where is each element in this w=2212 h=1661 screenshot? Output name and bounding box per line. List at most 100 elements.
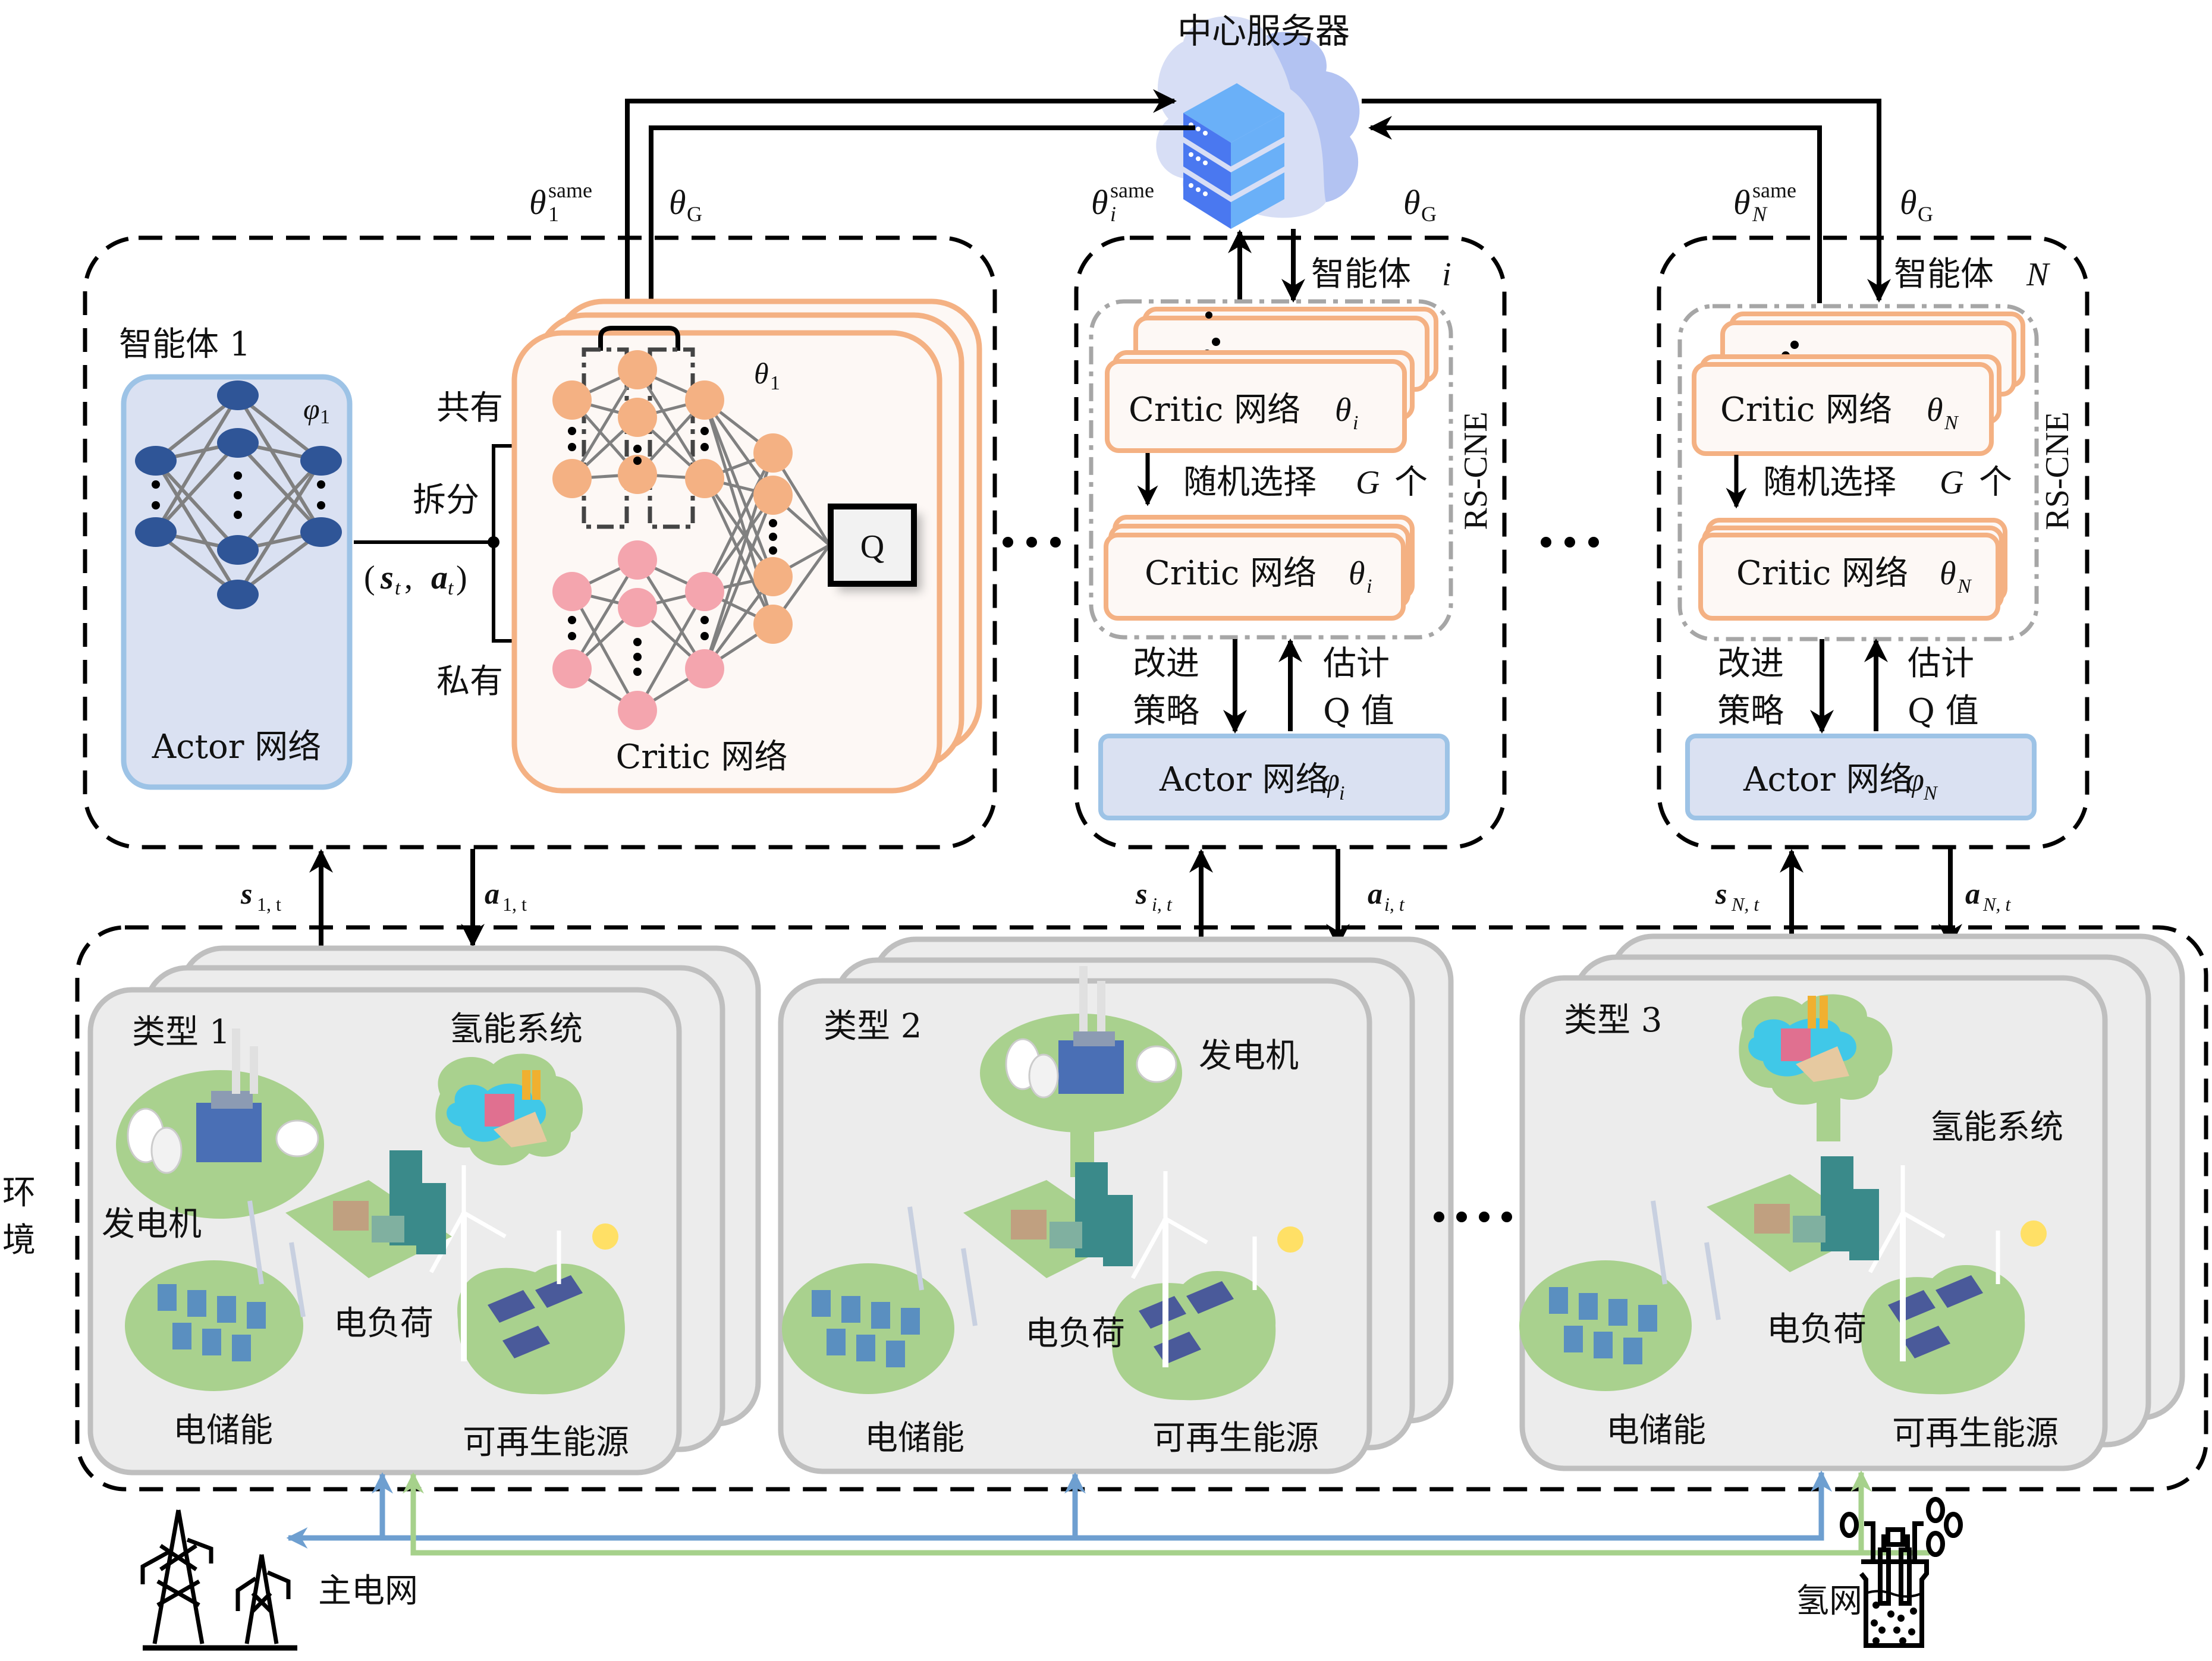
svg-text:N: N — [2026, 256, 2050, 293]
server-rack-icon — [1183, 83, 1284, 229]
theta-g-label-agent1: θ G — [669, 183, 702, 226]
svg-text:Q 值: Q 值 — [1323, 692, 1394, 731]
svg-text:t: t — [395, 577, 401, 599]
svg-text:Q 值: Q 值 — [1908, 692, 1979, 731]
svg-text:N: N — [1923, 782, 1938, 804]
svg-text:1: 1 — [770, 372, 780, 394]
theta-n-same-label: θ N same — [1733, 178, 1796, 226]
svg-text:随机选择: 随机选择 — [1183, 463, 1316, 502]
component-storage-label: 电储能 — [173, 1411, 273, 1450]
svg-text:Critic 网络: Critic 网络 — [1720, 391, 1892, 429]
server-title: 中心服务器 — [1177, 11, 1350, 51]
svg-text:φ: φ — [1906, 762, 1924, 798]
svg-text:θ: θ — [1733, 183, 1751, 222]
svg-text:境: 境 — [2, 1221, 36, 1260]
split-label: 拆分 — [413, 481, 479, 520]
svg-text:i: i — [1110, 202, 1116, 226]
private-label: 私有 — [436, 662, 503, 701]
theta-g-link-agent1 — [639, 125, 1195, 326]
actor-ellipsis-dots — [152, 471, 325, 519]
svg-text:1: 1 — [320, 406, 330, 428]
agent-i-boundary — [1074, 235, 1507, 850]
env-type-2[interactable]: 类型 2 — [778, 936, 1454, 1474]
improve-label-N: 改进 — [1717, 644, 1784, 683]
hydrogen-system-icon — [1748, 996, 1856, 1082]
rs-cne-label-N: RS-CNE — [2039, 411, 2076, 530]
critic-private-nodes — [552, 540, 724, 730]
storage-island — [782, 1263, 954, 1394]
critic-pool-i[interactable]: Critic 网络 θ i — [1105, 307, 1438, 453]
svg-text:i: i — [1366, 575, 1372, 597]
svg-text:i, t: i, t — [1384, 894, 1405, 915]
critic-ellipsis-dots — [568, 427, 777, 676]
svg-text:t: t — [448, 577, 454, 599]
component-renewable-label: 可再生能源 — [463, 1423, 629, 1462]
svg-text:Critic 网络: Critic 网络 — [1129, 391, 1300, 429]
critic-pool-N[interactable]: Critic 网络 θ N — [1692, 312, 2025, 456]
critic-selected-i[interactable]: Critic 网络 θ i — [1104, 515, 1415, 621]
load-city-icon — [1651, 1156, 1879, 1320]
svg-text:,: , — [404, 559, 413, 596]
theta-n-same-link — [1368, 116, 1822, 303]
svg-text:G: G — [687, 202, 702, 226]
renewable-island — [457, 1263, 625, 1395]
svg-text:same: same — [548, 178, 592, 202]
storage-icon — [158, 1284, 266, 1361]
agent-1-title: 智能体 1 — [119, 325, 250, 364]
svg-text:Actor 网络: Actor 网络 — [1159, 760, 1329, 799]
actor-network-1[interactable]: φ 1 Actor 网络 — [121, 374, 353, 790]
env-type-1[interactable]: 类型 1 — [87, 945, 761, 1476]
svg-text:): ) — [456, 559, 467, 596]
main-grid-to-type3 — [1811, 1470, 1832, 1541]
svg-text:N: N — [1957, 575, 1972, 597]
environment-boundary — [75, 925, 2208, 1492]
generator-icon — [127, 1028, 319, 1174]
component-load-label: 电负荷 — [1767, 1310, 1867, 1349]
svg-text:Critic 网络: Critic 网络 — [1145, 554, 1316, 593]
actor-network-N[interactable]: Actor 网络 φ N — [1685, 734, 2037, 820]
critic-selected-N[interactable]: Critic 网络 θ N — [1698, 518, 2007, 621]
svg-text:θ: θ — [1349, 555, 1365, 592]
svg-text:G: G — [1918, 202, 1933, 226]
component-generator-label: 发电机 — [1199, 1037, 1299, 1075]
svg-text:1: 1 — [548, 202, 559, 226]
renewable-island — [1111, 1270, 1276, 1401]
agent-1-panel: 智能体 1 φ 1 Actor 网络 — [83, 235, 997, 850]
random-select-label: 随机选择 G 个 — [1183, 463, 1428, 502]
agent-N-title: 智能体 — [1894, 255, 1994, 294]
svg-text:θ: θ — [1900, 183, 1917, 222]
svg-text:1, t: 1, t — [257, 894, 281, 915]
svg-text:θ: θ — [1927, 392, 1943, 429]
agents-ellipsis — [1003, 537, 1599, 548]
environment-label: 环 — [2, 1174, 36, 1212]
environment-panel: 环 境 类型 1 — [2, 925, 2208, 1492]
critic-network-1[interactable]: θ 1 Q Critic 网络 — [511, 298, 982, 794]
rs-cne-boundary — [1089, 299, 1453, 640]
q-output: Q — [828, 504, 922, 592]
theta-g-label-agentN: θ G — [1900, 183, 1933, 226]
theta-g-link-agentN — [1362, 99, 1891, 303]
rs-cne-label: RS-CNE — [1457, 411, 1494, 530]
svg-text:N, t: N, t — [1982, 894, 2011, 915]
svg-text:N: N — [1752, 202, 1768, 226]
actor-network-i[interactable]: Actor 网络 φ i — [1098, 734, 1450, 820]
parameter-links — [625, 89, 1891, 333]
estimate-label-N: 估计 — [1908, 644, 1974, 683]
svg-text:a: a — [1368, 877, 1382, 910]
transmission-tower-icon — [140, 1509, 297, 1651]
renewable-island — [1860, 1264, 2025, 1395]
storage-icon — [1549, 1287, 1657, 1364]
svg-text:θ: θ — [1091, 183, 1108, 222]
svg-text:Critic 网络: Critic 网络 — [1736, 554, 1908, 593]
svg-text:θ: θ — [669, 183, 686, 222]
env-type-3[interactable]: 类型 3 — [1519, 933, 2185, 1471]
renewable-icon — [1130, 1171, 1303, 1367]
actor-nodes — [135, 380, 342, 609]
type-title: 类型 3 — [1564, 1001, 1662, 1040]
env-ellipsis — [1434, 1212, 1512, 1222]
theta-1-same-link — [625, 89, 1177, 333]
svg-text:1, t: 1, t — [502, 894, 527, 915]
state-action-labels: s 1, t a 1, t s i, t a i, t s N, t a N, … — [240, 877, 2011, 915]
main-grid-label: 主电网 — [318, 1572, 418, 1610]
storage-island — [125, 1260, 303, 1391]
